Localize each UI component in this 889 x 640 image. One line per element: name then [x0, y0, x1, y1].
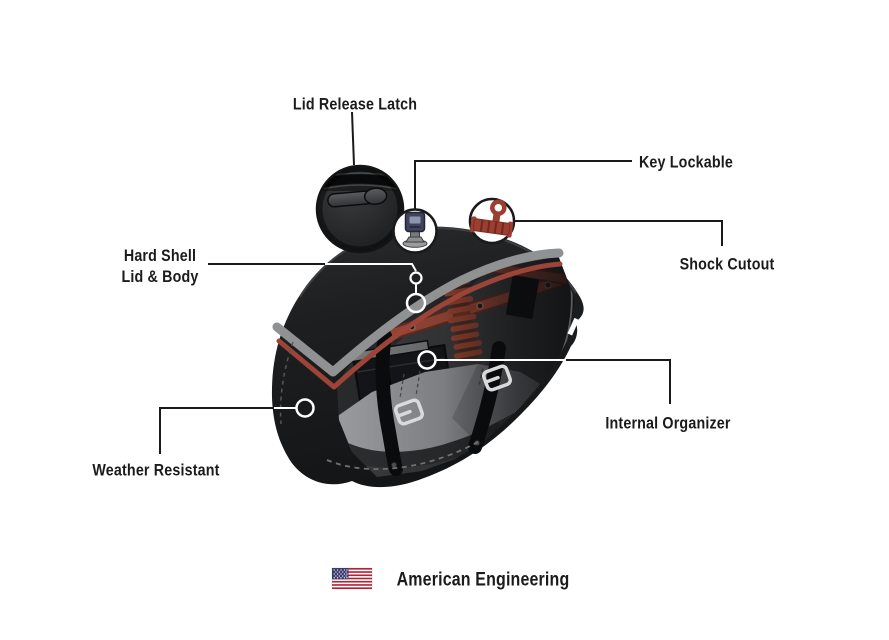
- lid-trim: [272, 248, 564, 390]
- buckle-right: [481, 364, 513, 392]
- strap-left-rivet: [390, 461, 398, 469]
- shock-leader-line: [514, 220, 723, 246]
- strap-left: [375, 329, 403, 476]
- american-engineering-label: American Engineering: [396, 569, 570, 591]
- latch-magnifier: [315, 164, 405, 254]
- weather-leader-line-outer: [159, 407, 274, 454]
- shock-cutout-marker: [468, 197, 516, 245]
- shock-cutout-label: Shock Cutout: [679, 254, 775, 274]
- shock-absorber-icon: [469, 199, 514, 238]
- us-flag-icon: [331, 567, 373, 590]
- hardshell-leader-line-inner: [325, 263, 417, 272]
- weather-resistant-label: Weather Resistant: [92, 460, 220, 480]
- callout-lines: [159, 111, 723, 454]
- latch-leader-line: [351, 111, 355, 166]
- saddlebag-illustration: [271, 226, 584, 488]
- stitching: [279, 341, 479, 470]
- buckle-left: [393, 398, 425, 426]
- hardshell-body-marker: [405, 292, 427, 314]
- internal-organizer-marker: [417, 350, 437, 370]
- internal-organizer-label: Internal Organizer: [605, 413, 731, 433]
- latch-handle: [327, 187, 388, 208]
- key-leader-line: [414, 160, 632, 209]
- organizer-leader-line-outer: [566, 359, 671, 404]
- hard-shell-label-line2: Lid & Body: [121, 267, 199, 286]
- key-lockable-label: Key Lockable: [638, 152, 734, 172]
- hard-shell-label-line1: Hard Shell: [123, 246, 197, 265]
- weather-resistant-marker: [295, 398, 315, 418]
- edge-notch: [567, 317, 579, 336]
- lid-release-latch-label: Lid Release Latch: [292, 94, 418, 114]
- key-icon: [402, 211, 428, 248]
- hard-shell-label: Hard Shell Lid & Body: [101, 245, 219, 287]
- key-lockable-marker: [392, 208, 438, 254]
- hardshell-lid-marker: [409, 271, 423, 285]
